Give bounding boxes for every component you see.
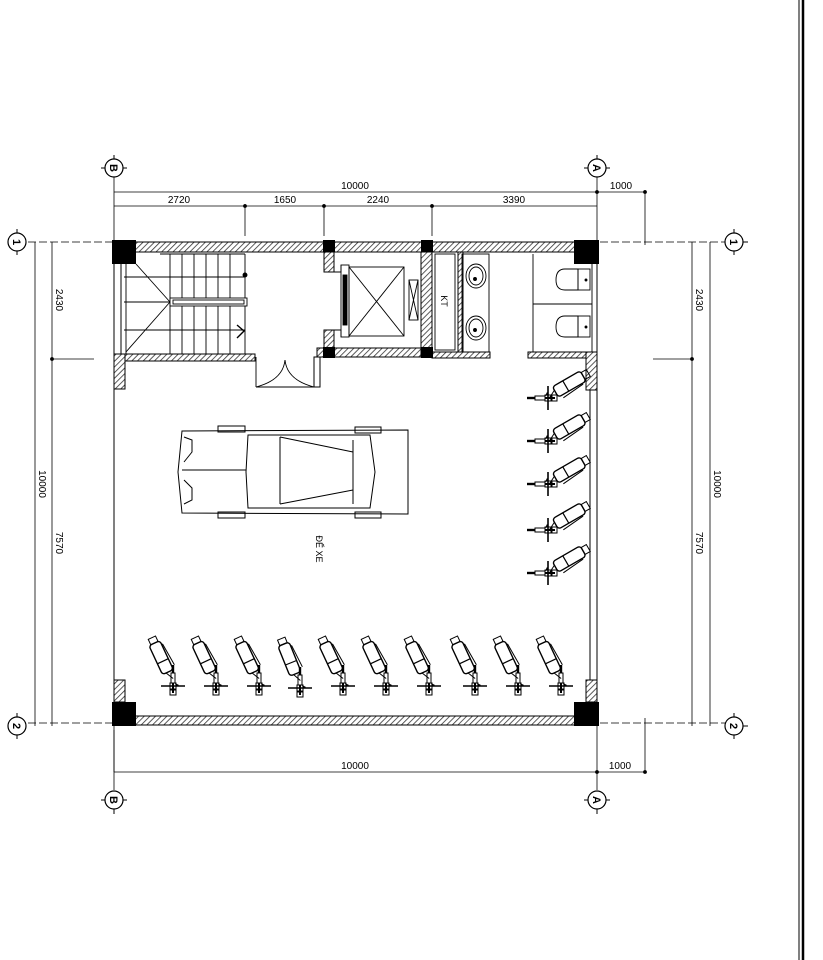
axis-bubble-1-left: 1 bbox=[7, 229, 27, 255]
dim-top-seg-1: 2720 bbox=[168, 195, 191, 206]
dim-bottom-overhang: 1000 bbox=[609, 761, 632, 772]
dimension-left bbox=[34, 242, 94, 726]
toilets bbox=[532, 254, 593, 352]
axis-bubble-b-bottom: B bbox=[101, 790, 127, 814]
dimension-right bbox=[653, 242, 711, 726]
grid-lines bbox=[28, 174, 725, 790]
svg-text:2: 2 bbox=[10, 723, 22, 729]
svg-text:B: B bbox=[107, 796, 119, 804]
dim-right-total: 10000 bbox=[711, 470, 722, 498]
dim-top-seg-4: 3390 bbox=[503, 195, 526, 206]
wash-basins bbox=[461, 253, 490, 353]
axis-bubble-1-right: 1 bbox=[724, 229, 748, 255]
elevator bbox=[334, 264, 419, 338]
dim-left-total: 10000 bbox=[36, 470, 47, 498]
dimension-top bbox=[114, 190, 647, 236]
motorbikes-right-column bbox=[525, 367, 594, 587]
dim-left-seg-2: 7570 bbox=[53, 532, 64, 555]
motorbikes-bottom-row bbox=[145, 633, 575, 699]
dim-top-seg-3: 2240 bbox=[367, 195, 390, 206]
svg-text:A: A bbox=[590, 796, 602, 804]
svg-text:1: 1 bbox=[10, 239, 22, 245]
dimension-bottom bbox=[113, 730, 647, 774]
axis-bubble-b-top: B bbox=[101, 155, 127, 178]
axis-bubble-2-right: 2 bbox=[724, 713, 748, 739]
axis-bubble-a-top: A bbox=[584, 155, 610, 178]
svg-text:B: B bbox=[107, 164, 119, 172]
label-kt: KT bbox=[439, 295, 449, 307]
axis-bubble-a-bottom: A bbox=[584, 790, 610, 814]
dim-bottom-total: 10000 bbox=[341, 761, 369, 772]
axis-bubble-2-left: 2 bbox=[7, 713, 27, 739]
svg-text:A: A bbox=[590, 164, 602, 172]
svg-text:2: 2 bbox=[727, 723, 739, 729]
label-parking: ĐỂ XE bbox=[314, 535, 325, 562]
dim-top-total: 10000 bbox=[341, 181, 369, 192]
dim-top-seg-2: 1650 bbox=[274, 195, 297, 206]
sheet-border bbox=[798, 0, 805, 960]
entrance-door bbox=[255, 357, 315, 388]
technical-shaft bbox=[434, 253, 456, 351]
dim-top-overhang: 1000 bbox=[610, 181, 633, 192]
car bbox=[177, 425, 409, 519]
walls bbox=[113, 241, 598, 726]
dim-right-seg-1: 2430 bbox=[693, 289, 704, 312]
columns bbox=[112, 240, 599, 726]
svg-text:1: 1 bbox=[727, 239, 739, 245]
stair bbox=[124, 253, 248, 354]
dim-left-seg-1: 2430 bbox=[53, 289, 64, 312]
dim-right-seg-2: 7570 bbox=[693, 532, 704, 555]
